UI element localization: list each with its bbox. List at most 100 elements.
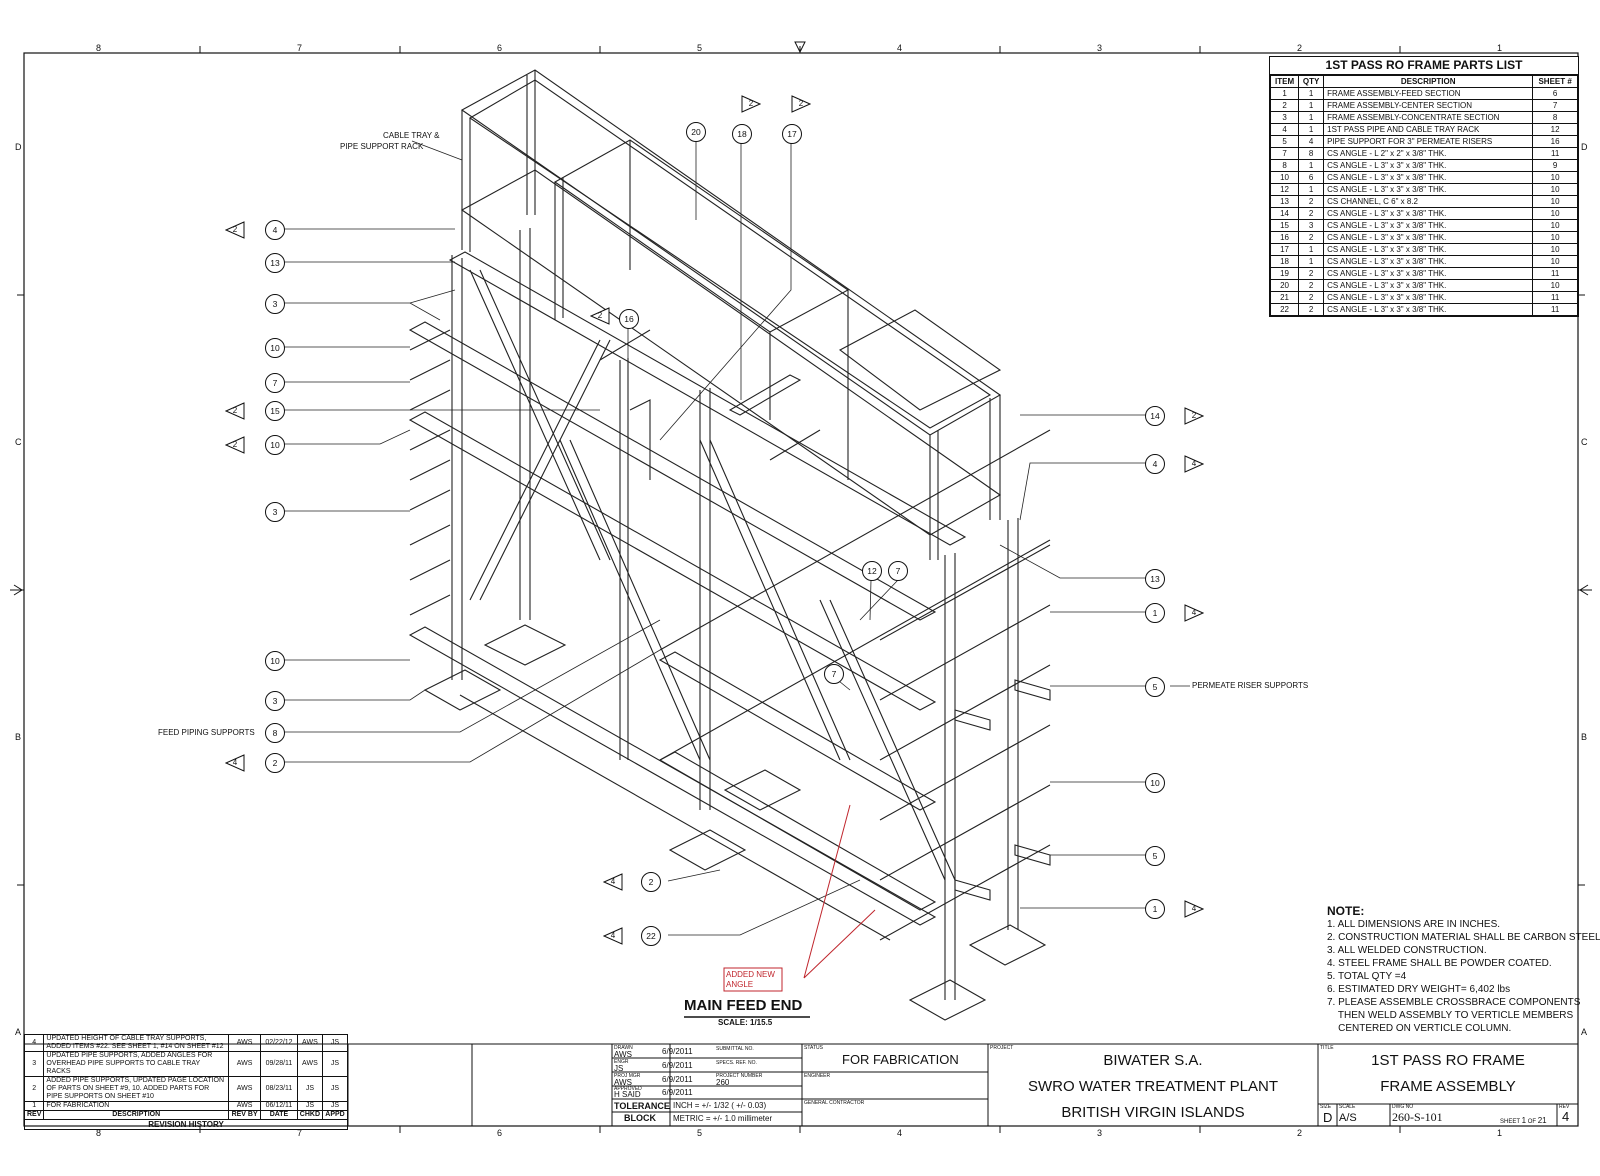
revision-history-title: REVISION HISTORY bbox=[24, 1120, 348, 1130]
proj-mgr: AWS bbox=[614, 1078, 632, 1087]
zone-top: 3 bbox=[1097, 43, 1103, 53]
engineer-label: ENGINEER bbox=[804, 1073, 831, 1079]
engr: JS bbox=[614, 1064, 624, 1073]
parts-cell: 11 bbox=[1532, 291, 1578, 304]
revision-triangle: 4 bbox=[1184, 455, 1204, 473]
drawing-title: 1ST PASS RO FRAME bbox=[1371, 1052, 1525, 1069]
label-added-angle-2: ANGLE bbox=[726, 980, 754, 989]
parts-cell: 11 bbox=[1532, 303, 1578, 316]
parts-cell: 7 bbox=[1532, 99, 1578, 112]
revision-cell: AWS bbox=[228, 1101, 262, 1111]
parts-cell: 4 bbox=[1298, 135, 1325, 148]
mgr-date: 6/9/2011 bbox=[662, 1075, 693, 1084]
parts-cell: 8 bbox=[1298, 147, 1325, 160]
revision-triangle: 2 bbox=[1184, 407, 1204, 425]
callout-bubble: 12 bbox=[862, 561, 882, 581]
label-feed-piping: FEED PIPING SUPPORTS bbox=[158, 728, 255, 737]
revision-cell: 3 bbox=[23, 1051, 45, 1077]
callout-bubble: 14 bbox=[1145, 406, 1165, 426]
revision-cell: 1 bbox=[23, 1101, 45, 1111]
revision-header-cell: APPD bbox=[322, 1110, 348, 1120]
parts-cell: 2 bbox=[1269, 99, 1300, 112]
zone-side: C bbox=[1581, 437, 1588, 447]
callout-bubble: 18 bbox=[732, 124, 752, 144]
parts-cell: 1 bbox=[1298, 87, 1325, 100]
revision-triangle: 2 bbox=[791, 95, 811, 113]
revision-cell: JS bbox=[322, 1051, 348, 1077]
revision-cell: UPDATED HEIGHT OF CABLE TRAY SUPPORTS, A… bbox=[43, 1034, 230, 1052]
tolerance-block-label: BLOCK bbox=[624, 1113, 656, 1123]
revision-cell: AWS bbox=[228, 1051, 262, 1077]
zone-side: B bbox=[15, 732, 22, 742]
parts-cell: CS ANGLE - L 3" x 3" x 3/8" THK. bbox=[1323, 231, 1534, 244]
parts-cell: 17 bbox=[1269, 243, 1300, 256]
parts-cell: CS CHANNEL, C 6" x 8.2 bbox=[1323, 195, 1534, 208]
notes-block: NOTE: 1. ALL DIMENSIONS ARE IN INCHES.2.… bbox=[1327, 905, 1600, 1035]
revision-triangle: 4 bbox=[603, 873, 623, 891]
callout-bubble: 2 bbox=[265, 753, 285, 773]
approved-date: 6/9/2011 bbox=[662, 1088, 693, 1097]
parts-cell: 1 bbox=[1298, 243, 1325, 256]
callout-bubble: 10 bbox=[265, 338, 285, 358]
tolerance-label: TOLERANCE bbox=[614, 1101, 670, 1111]
revision-cell: 09/28/11 bbox=[260, 1051, 298, 1077]
callout-bubble: 5 bbox=[1145, 677, 1165, 697]
parts-cell: 21 bbox=[1269, 291, 1300, 304]
callout-bubble: 2 bbox=[641, 872, 661, 892]
revision-cell: 06/12/11 bbox=[260, 1101, 298, 1111]
revision-cell: AWS bbox=[296, 1034, 324, 1052]
revision-triangle: 2 bbox=[225, 402, 245, 420]
parts-cell: FRAME ASSEMBLY-FEED SECTION bbox=[1323, 87, 1534, 100]
parts-header-cell: ITEM bbox=[1269, 75, 1300, 88]
parts-cell: 2 bbox=[1298, 231, 1325, 244]
drawn-by: AWS bbox=[614, 1050, 632, 1059]
callout-bubble: 10 bbox=[265, 651, 285, 671]
parts-cell: CS ANGLE - L 3" x 3" x 3/8" THK. bbox=[1323, 171, 1534, 184]
parts-cell: 2 bbox=[1298, 207, 1325, 220]
callout-bubble: 4 bbox=[265, 220, 285, 240]
callout-bubble: 1 bbox=[1145, 899, 1165, 919]
revision-cell: JS bbox=[296, 1076, 324, 1102]
callout-bubble: 5 bbox=[1145, 846, 1165, 866]
parts-cell: 9 bbox=[1532, 159, 1578, 172]
parts-cell: 10 bbox=[1532, 195, 1578, 208]
parts-cell: 1 bbox=[1298, 183, 1325, 196]
note-item: 4. STEEL FRAME SHALL BE POWDER COATED. bbox=[1327, 958, 1552, 969]
callout-bubble: 3 bbox=[265, 691, 285, 711]
parts-cell: 1 bbox=[1298, 111, 1325, 124]
revision-header-cell: CHKD bbox=[296, 1110, 324, 1120]
parts-cell: CS ANGLE - L 3" x 3" x 3/8" THK. bbox=[1323, 159, 1534, 172]
gc-label: GENERAL CONTRACTOR bbox=[804, 1100, 865, 1106]
parts-cell: 19 bbox=[1269, 267, 1300, 280]
revision-cell: ADDED PIPE SUPPORTS, UPDATED PAGE LOCATI… bbox=[43, 1076, 230, 1102]
callout-bubble: 10 bbox=[1145, 773, 1165, 793]
parts-cell: 2 bbox=[1298, 303, 1325, 316]
sheet-size: D bbox=[1323, 1110, 1333, 1125]
revision-header-cell: REV bbox=[23, 1110, 45, 1120]
parts-cell: 20 bbox=[1269, 279, 1300, 292]
parts-cell: 13 bbox=[1269, 195, 1300, 208]
callout-bubble: 7 bbox=[265, 373, 285, 393]
revision-header-cell: DESCRIPTION bbox=[43, 1110, 230, 1120]
parts-cell: 12 bbox=[1532, 123, 1578, 136]
status: FOR FABRICATION bbox=[842, 1052, 959, 1067]
project-number-label: PROJECT NUMBER bbox=[716, 1073, 763, 1079]
revision-cell: 08/23/11 bbox=[260, 1076, 298, 1102]
zone-side: A bbox=[1581, 1027, 1588, 1037]
zone-top: 4 bbox=[897, 43, 903, 53]
parts-list-title: 1ST PASS RO FRAME PARTS LIST bbox=[1270, 57, 1578, 75]
callout-bubble: 3 bbox=[265, 502, 285, 522]
note-item: THEN WELD ASSEMBLY TO VERTICLE MEMBERS bbox=[1327, 1010, 1574, 1021]
parts-cell: 2 bbox=[1298, 195, 1325, 208]
